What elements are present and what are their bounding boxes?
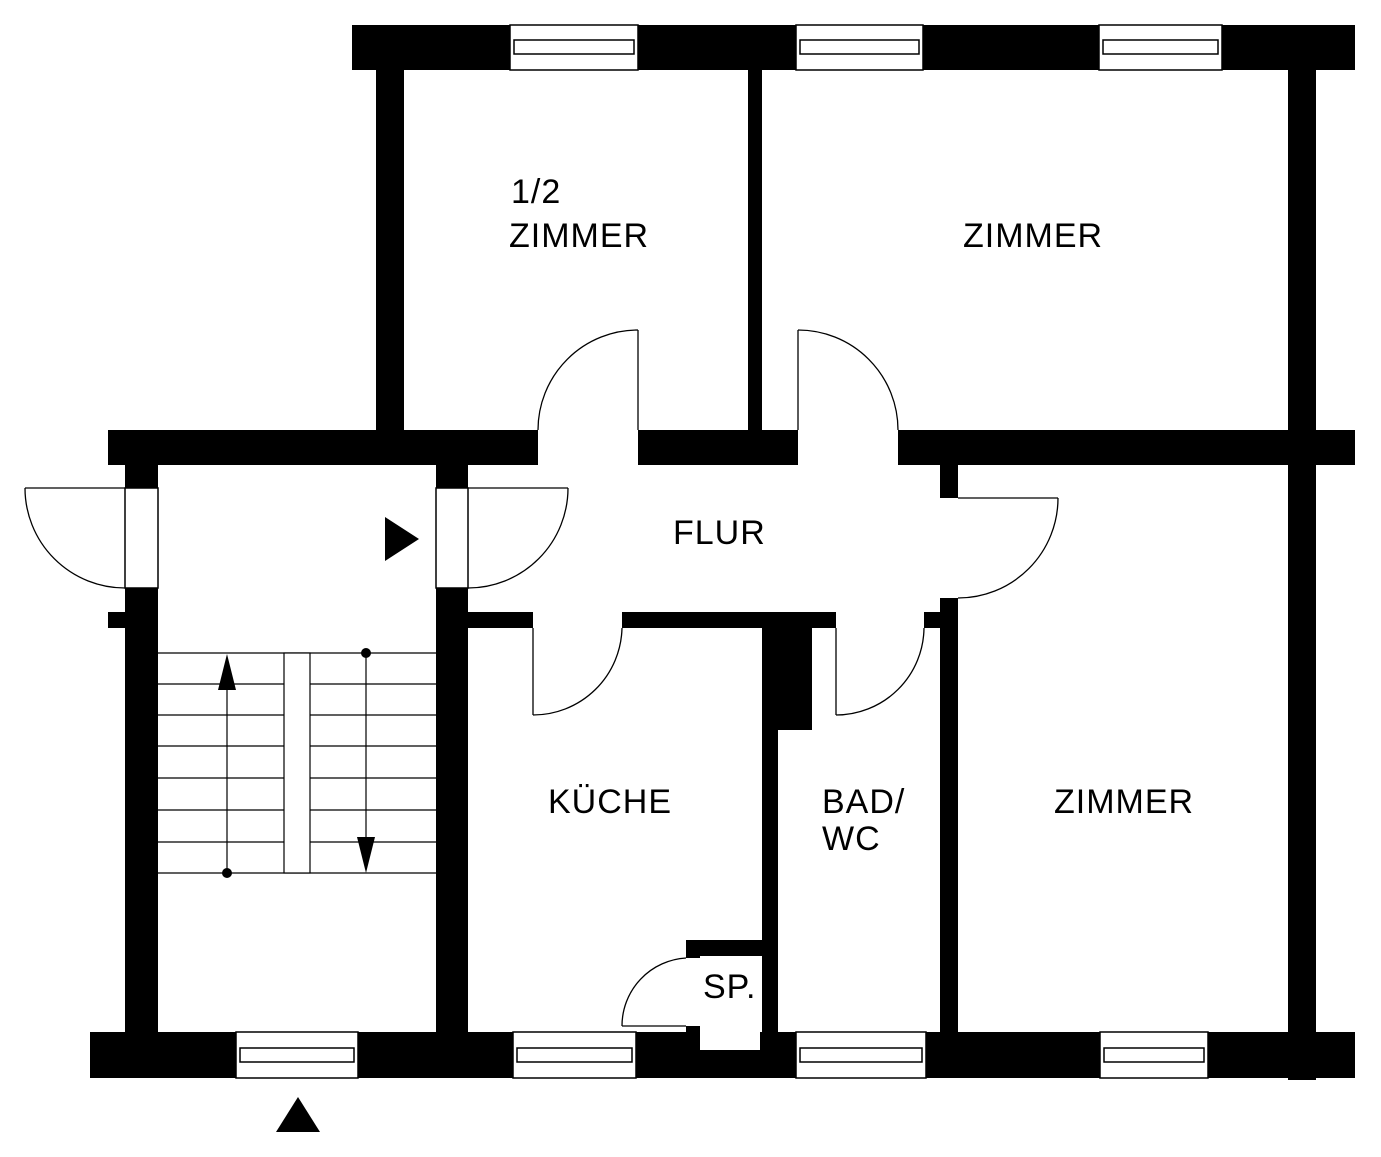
- door-exterior: [24, 487, 126, 589]
- wall-stair-left-stub: [108, 612, 128, 628]
- wall-mid-1: [108, 430, 538, 465]
- doors: [24, 329, 1059, 1027]
- window-bottom-bath: [795, 1031, 927, 1079]
- wall-bottom-2: [358, 1032, 513, 1078]
- staircase: [158, 648, 436, 878]
- walls: [90, 25, 1355, 1080]
- window-top-room-right: [1098, 24, 1223, 71]
- door-top-room: [797, 329, 899, 431]
- wall-bottom-1: [90, 1032, 236, 1078]
- wall-stair-left-upper: [125, 430, 158, 488]
- window-bottom-room: [1099, 1031, 1209, 1079]
- door-half-room: [537, 329, 639, 431]
- wall-bottom-4: [926, 1032, 1100, 1078]
- label-kitchen: KÜCHE: [548, 783, 672, 821]
- label-half-room-line1: 1/2: [511, 173, 561, 211]
- entrance-arrow-icon: [385, 517, 419, 561]
- window-top-half-room: [509, 24, 639, 71]
- wall-mid-3: [898, 430, 1355, 465]
- wall-half-room-left: [376, 25, 404, 465]
- wall-pantry-left: [686, 940, 700, 958]
- wall-bath-room-lower: [940, 598, 958, 1038]
- door-bottom-room: [957, 497, 1059, 599]
- door-kitchen: [532, 627, 623, 716]
- room-labels: 1/2 ZIMMER ZIMMER FLUR KÜCHE BAD/ WC ZIM…: [509, 173, 1194, 1006]
- wall-mid-2: [638, 430, 798, 465]
- label-room-top-right: ZIMMER: [963, 217, 1103, 255]
- stair-up-arrow-icon: [218, 654, 236, 878]
- label-bath-line1: BAD/: [822, 783, 905, 821]
- wall-bottom-3c: [760, 1032, 796, 1078]
- window-bottom-stair: [235, 1031, 359, 1079]
- door-bath: [835, 627, 925, 716]
- north-arrow-icon: [276, 1097, 320, 1132]
- wall-top-3: [923, 25, 1099, 70]
- wall-top-2: [638, 25, 796, 70]
- door-jamb-entrance-outer: [124, 487, 159, 589]
- wall-bottom-5: [1208, 1032, 1355, 1078]
- window-bottom-kitchen: [512, 1031, 637, 1079]
- label-half-room-line2: ZIMMER: [509, 217, 649, 255]
- window-top-room-left: [795, 24, 924, 71]
- wall-bath-room-upper: [940, 465, 958, 498]
- windows: [124, 24, 1223, 1079]
- wall-stair-right-lower: [436, 588, 468, 1038]
- chimney-shaft: [762, 612, 812, 730]
- door-jamb-entrance-inner: [435, 487, 469, 589]
- door-pantry: [621, 957, 687, 1027]
- wall-upper-divider: [748, 65, 762, 465]
- wall-right: [1288, 25, 1316, 1080]
- label-hallway: FLUR: [673, 514, 766, 552]
- door-apartment-entrance: [467, 487, 569, 589]
- wall-stair-left-lower: [125, 588, 158, 1038]
- label-bath-line2: WC: [822, 820, 881, 858]
- label-pantry: SP.: [703, 968, 756, 1006]
- label-room-bottom-right: ZIMMER: [1054, 783, 1194, 821]
- wall-hall-lower-1: [468, 612, 533, 628]
- stair-down-arrow-icon: [357, 648, 375, 873]
- wall-stair-right-upper: [436, 430, 468, 488]
- wall-top-1: [352, 25, 510, 70]
- wall-pantry-top: [686, 940, 762, 956]
